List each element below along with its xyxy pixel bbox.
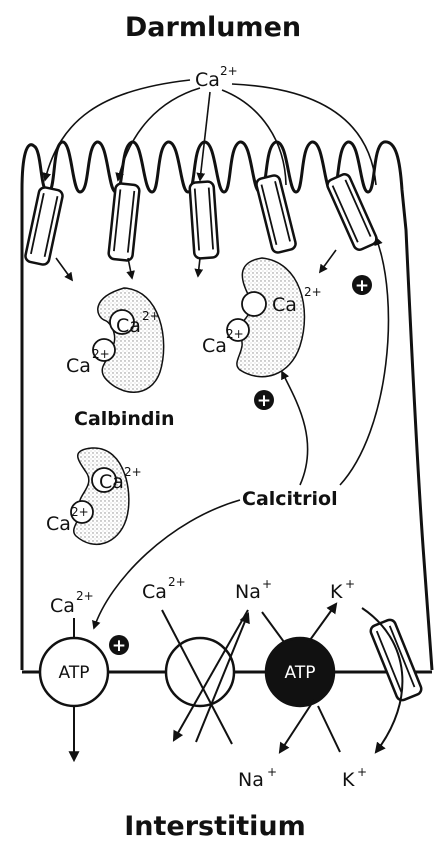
svg-text:+: + <box>112 636 126 656</box>
svg-text:Ca: Ca <box>99 471 124 493</box>
svg-text:ATP: ATP <box>59 663 90 683</box>
svg-text:+: + <box>355 276 369 296</box>
svg-text:Ca: Ca <box>46 513 71 535</box>
calbindin-protein-2 <box>237 258 305 377</box>
svg-text:2+: 2+ <box>76 589 94 603</box>
svg-text:+: + <box>267 765 277 779</box>
svg-text:Na: Na <box>235 581 261 603</box>
interstitium-label: Interstitium <box>124 811 306 842</box>
potassium-channel <box>369 618 423 702</box>
interstitial-potassium-ion: K + <box>342 765 367 791</box>
svg-text:2+: 2+ <box>142 309 160 323</box>
svg-text:K: K <box>342 769 355 791</box>
svg-text:2+: 2+ <box>168 575 186 589</box>
svg-text:Ca: Ca <box>272 294 297 316</box>
svg-text:Ca: Ca <box>66 355 91 377</box>
lumen-uptake-arrows <box>45 80 376 185</box>
exchanger-sodium-ion: Na + <box>235 577 272 603</box>
svg-text:2+: 2+ <box>304 285 322 299</box>
svg-text:+: + <box>257 391 271 411</box>
svg-text:K: K <box>330 581 343 603</box>
interstitial-sodium-ion: Na + <box>238 765 277 791</box>
svg-text:2+: 2+ <box>220 64 238 78</box>
pump-potassium-ion-top: K + <box>330 577 355 603</box>
calbindin-protein-3 <box>74 448 129 544</box>
plus-icon: + <box>352 275 372 296</box>
svg-text:+: + <box>262 577 272 591</box>
svg-text:2+: 2+ <box>124 465 142 479</box>
svg-text:2+: 2+ <box>71 505 89 519</box>
calcium-atpase: ATP <box>40 638 108 706</box>
svg-text:Ca: Ca <box>142 581 167 603</box>
plus-icon: + <box>109 635 129 656</box>
lumen-calcium-ion: Ca 2+ <box>195 64 238 91</box>
lumen-label: Darmlumen <box>125 12 301 43</box>
calbindin-label: Calbindin <box>74 408 175 430</box>
basolateral-calcium-ion: Ca 2+ <box>50 589 94 617</box>
sodium-potassium-atpase: ATP <box>266 638 334 706</box>
svg-text:Ca: Ca <box>202 335 227 357</box>
svg-text:+: + <box>345 577 355 591</box>
svg-text:2+: 2+ <box>92 347 110 361</box>
calcitriol-label: Calcitriol <box>242 488 338 510</box>
svg-text:Ca: Ca <box>50 595 75 617</box>
svg-text:Na: Na <box>238 769 264 791</box>
svg-text:2+: 2+ <box>226 327 244 341</box>
svg-text:Ca: Ca <box>116 315 141 337</box>
svg-text:ATP: ATP <box>285 663 316 683</box>
exchanger-calcium-ion: Ca 2+ <box>142 575 186 603</box>
svg-text:+: + <box>357 765 367 779</box>
plus-icon: + <box>254 390 274 411</box>
